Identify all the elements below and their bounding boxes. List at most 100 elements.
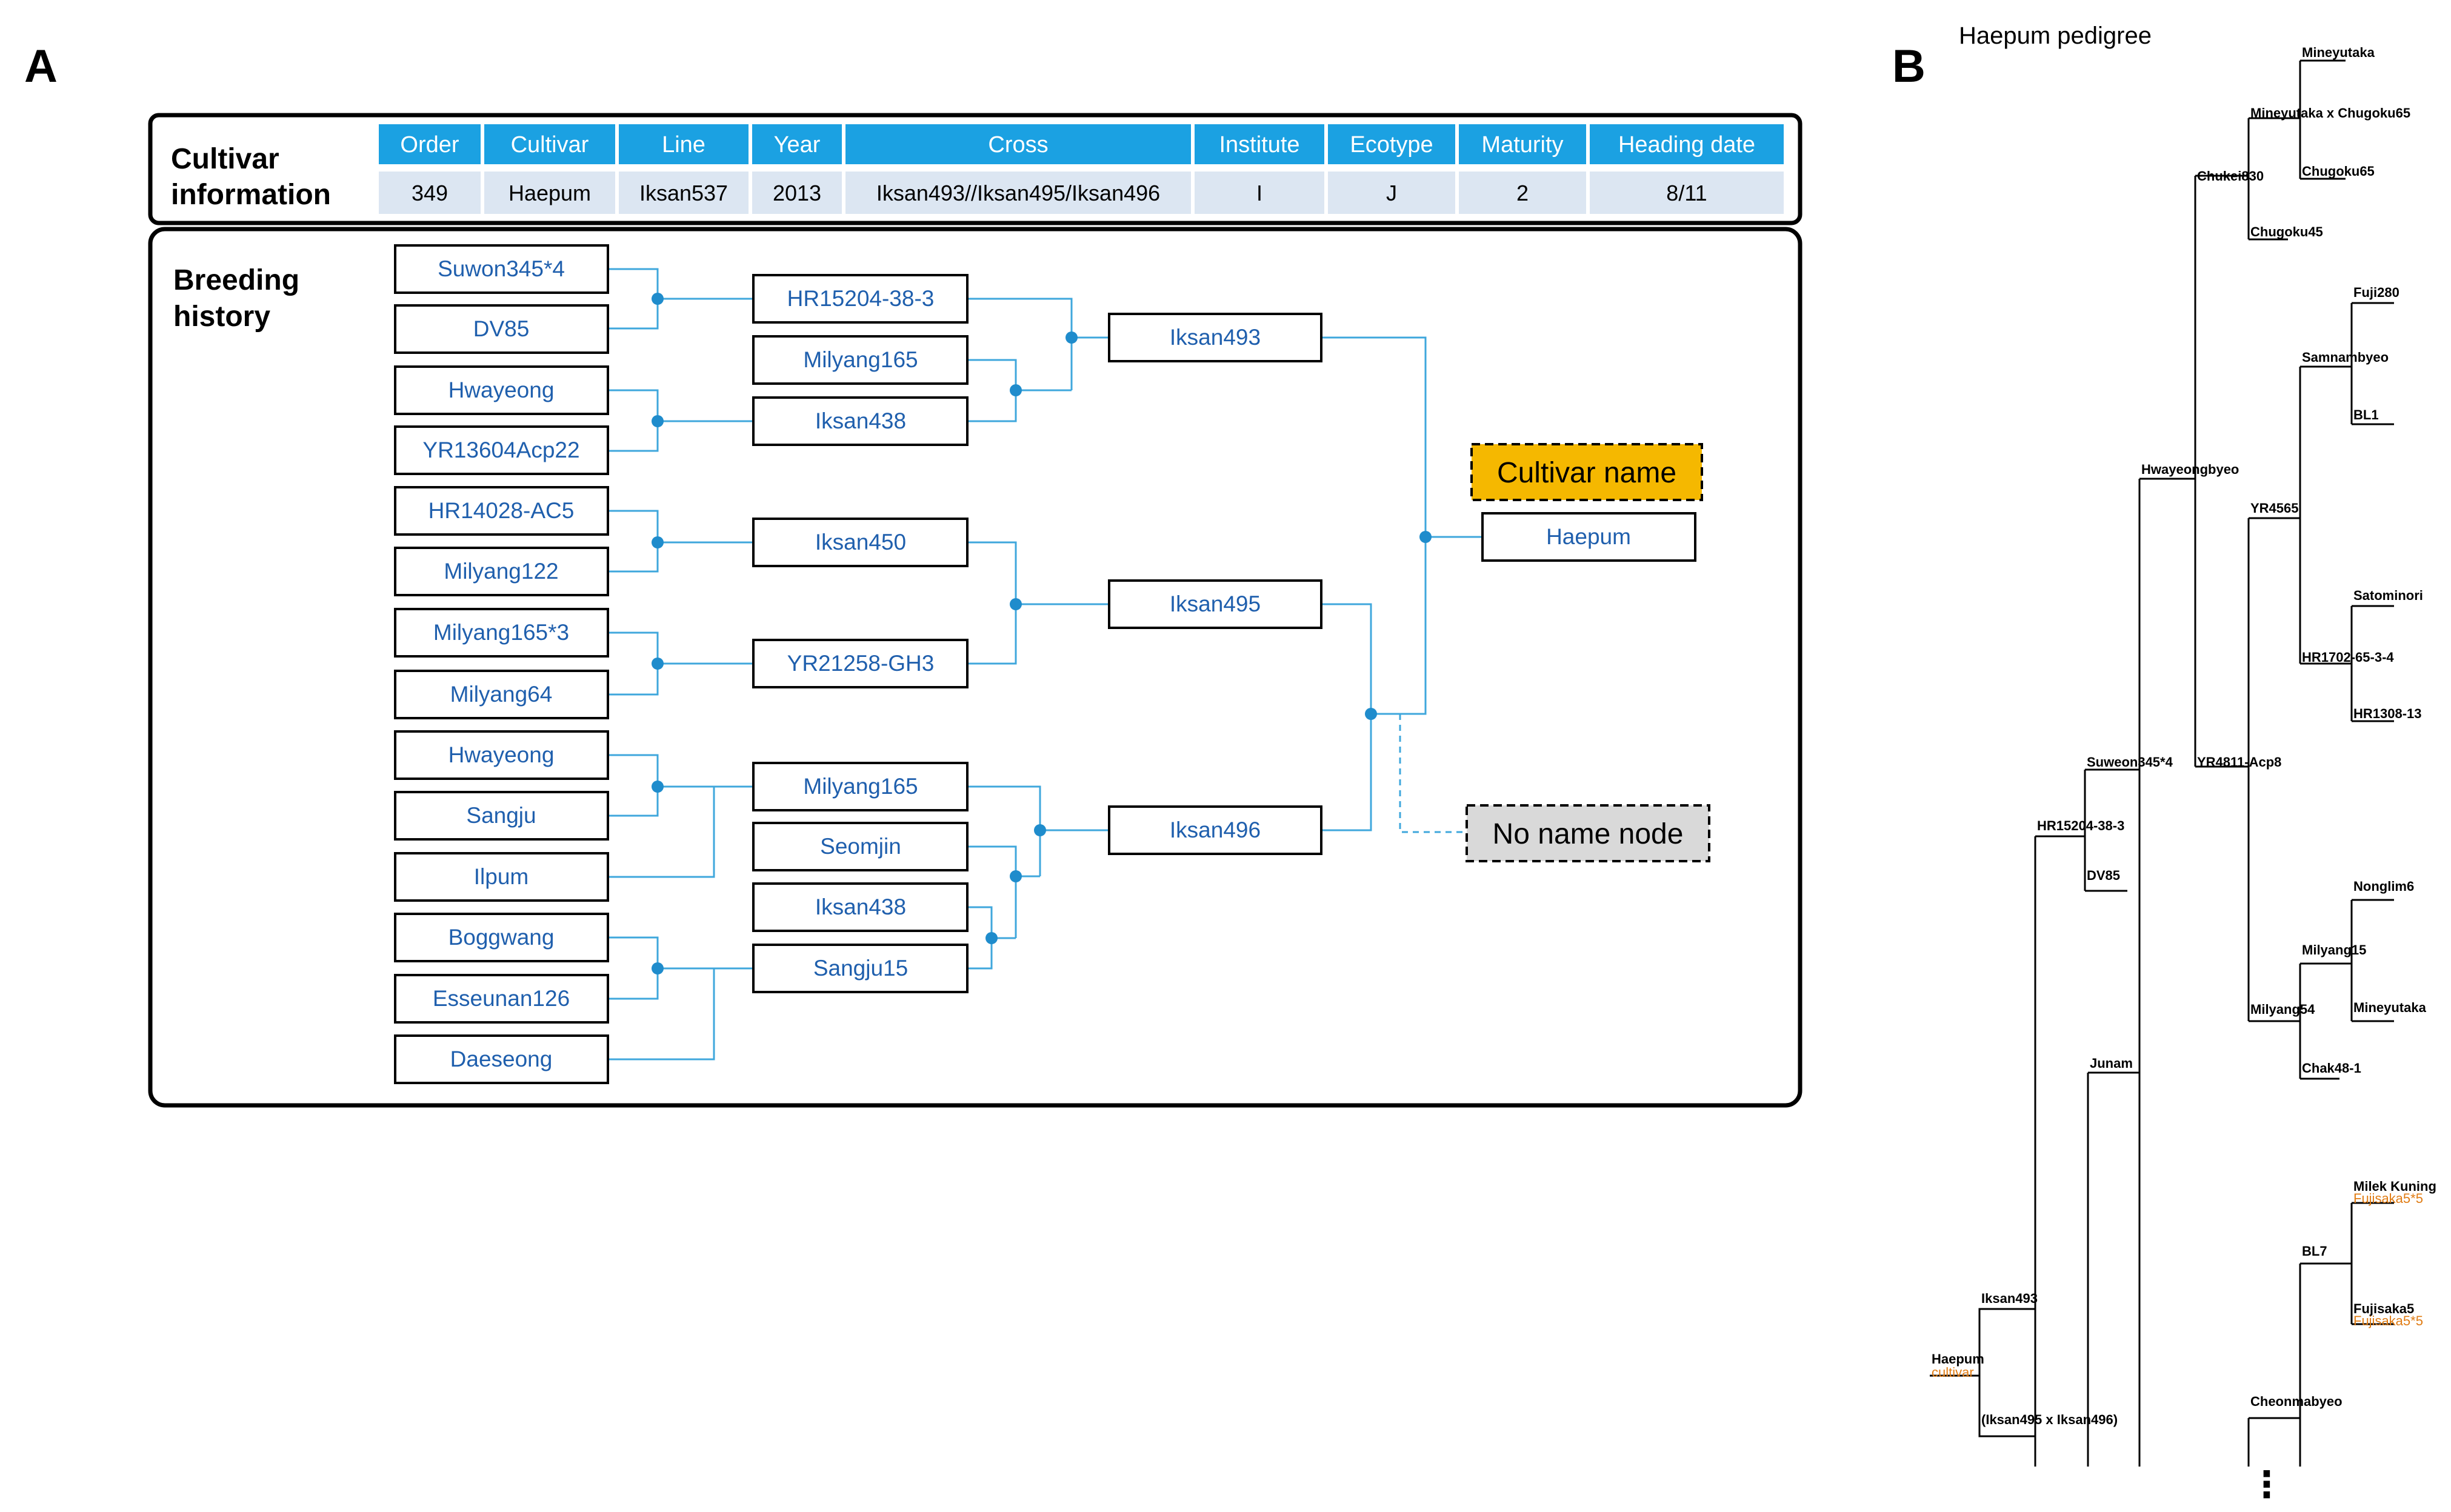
- breeding-history-section: Breeding history: [148, 227, 1802, 1108]
- node-sangju15: Sangju15: [752, 944, 969, 993]
- cultivar-info-title-line1: Cultivar: [171, 143, 279, 175]
- node-hwayeong-1: Hwayeong: [394, 365, 609, 415]
- table-header-maturity: Maturity: [1481, 132, 1563, 158]
- table-header-ecotype: Ecotype: [1350, 132, 1433, 158]
- table-value-ecotype: J: [1386, 181, 1397, 205]
- node-iksan438-a: Iksan438: [752, 396, 969, 446]
- tree-node-yr4811-acp8: YR4811-Acp8: [2197, 754, 2281, 770]
- tree-node-milyang15: Milyang15: [2302, 942, 2366, 957]
- table-value-line: Iksan537: [639, 181, 728, 205]
- table-value-year: 2013: [773, 181, 821, 205]
- node-hr14028-ac5: HR14028-AC5: [394, 486, 609, 536]
- table-value-cell: [1195, 172, 1324, 214]
- tree-node-hr1702: HR1702-65-3-4: [2302, 650, 2394, 665]
- svg-text:Seomjin: Seomjin: [820, 834, 901, 859]
- tree-node-mineyutaka-x-chugoku65: Mineyutaka x Chugoku65: [2250, 105, 2410, 121]
- node-yr21258-gh3: YR21258-GH3: [752, 639, 969, 688]
- tree-node-mineyutaka-2: Mineyutaka: [2353, 1000, 2427, 1015]
- svg-text:Ilpum: Ilpum: [474, 864, 529, 889]
- breeding-junction-dots: [652, 293, 1432, 974]
- tree-labels: Mineyutaka Mineyutaka x Chugoku65 Chugok…: [1932, 45, 2436, 1506]
- node-suwon345-4: Suwon345*4: [394, 244, 609, 294]
- svg-text:Esseunan126: Esseunan126: [433, 986, 570, 1011]
- svg-text:Iksan438: Iksan438: [815, 894, 906, 919]
- table-value-cell: [484, 172, 615, 214]
- node-milyang165-a: Milyang165: [752, 335, 969, 385]
- node-dv85: DV85: [394, 304, 609, 354]
- node-seomjin: Seomjin: [752, 822, 969, 871]
- node-milyang165-b: Milyang165: [752, 762, 969, 811]
- tree-node-fujisaka5-sub: Fujisaka5*5: [2353, 1313, 2423, 1328]
- svg-text:Milyang64: Milyang64: [450, 682, 553, 707]
- node-esseunan126: Esseunan126: [394, 974, 609, 1024]
- svg-text:Sangju: Sangju: [466, 803, 536, 828]
- node-daeseong: Daeseong: [394, 1034, 609, 1084]
- svg-text:HR14028-AC5: HR14028-AC5: [429, 498, 575, 523]
- tree-more-indicator: ⋮: [2249, 1464, 2285, 1506]
- node-yr13604acp22: YR13604Acp22: [394, 425, 609, 475]
- breeding-column-3: Iksan493 Iksan495 Iksan496: [1108, 313, 1322, 855]
- node-iksan438-b: Iksan438: [752, 882, 969, 932]
- tree-node-yr4565: YR4565: [2250, 501, 2299, 516]
- svg-text:No name node: No name node: [1493, 818, 1684, 850]
- tree-node-hr1308: HR1308-13: [2353, 706, 2422, 721]
- table-header-cell: [1328, 124, 1455, 164]
- panel-a-letter: A: [24, 41, 58, 92]
- panel-b-letter: B: [1892, 41, 1926, 92]
- table-header-cultivar: Cultivar: [511, 132, 589, 158]
- tree-node-haepum: Haepum: [1932, 1351, 1984, 1367]
- table-value-cross: Iksan493//Iksan495/Iksan496: [876, 181, 1160, 205]
- cultivar-info-section: Cultivar information Order349CultivarHae…: [148, 113, 1802, 225]
- table-value-cell: [752, 172, 842, 214]
- cultivar-info-table: Order349CultivarHaepumLineIksan537Year20…: [379, 124, 1784, 214]
- node-hr15204-38-3: HR15204-38-3: [752, 274, 969, 324]
- tree-node-cheonmabyeo: Cheonmabyeo: [2250, 1394, 2343, 1409]
- tree-edges: [1930, 59, 2394, 1467]
- tree-node-dv85: DV85: [2087, 868, 2120, 883]
- node-iksan495: Iksan495: [1108, 579, 1322, 629]
- table-header-year: Year: [774, 132, 821, 158]
- table-header-cell: [1590, 124, 1784, 164]
- table-header-cell: [1459, 124, 1586, 164]
- breeding-column-2: HR15204-38-3 Milyang165 Iksan438 Iksan45…: [752, 274, 969, 993]
- tree-node-iksan495-x-iksan496: (Iksan495 x Iksan496): [1981, 1412, 2118, 1427]
- table-header-institute: Institute: [1219, 132, 1299, 158]
- tree-node-iksan493: Iksan493: [1981, 1291, 2038, 1306]
- breeding-history-title-line2: history: [173, 301, 270, 333]
- tree-node-hwayeongbyeo: Hwayeongbyeo: [2141, 462, 2239, 477]
- svg-text:Iksan438: Iksan438: [815, 408, 906, 433]
- svg-text:Milyang165: Milyang165: [803, 774, 918, 799]
- svg-text:Daeseong: Daeseong: [450, 1047, 553, 1071]
- svg-text:Iksan496: Iksan496: [1170, 818, 1261, 842]
- svg-text:DV85: DV85: [473, 316, 530, 341]
- svg-text:Milyang165: Milyang165: [803, 347, 918, 372]
- node-milyang64: Milyang64: [394, 670, 609, 719]
- svg-text:YR21258-GH3: YR21258-GH3: [787, 651, 935, 676]
- tree-node-chukei830: Chukei830: [2197, 168, 2264, 184]
- tree-node-junam: Junam: [2090, 1056, 2133, 1071]
- table-header-order: Order: [400, 132, 459, 158]
- node-sangju: Sangju: [394, 791, 609, 841]
- tree-node-milek-kuning-sub: Fujisaka5*5: [2353, 1191, 2423, 1206]
- table-value-heading-date: 8/11: [1666, 181, 1707, 205]
- node-iksan450: Iksan450: [752, 518, 969, 567]
- table-header-cell: [484, 124, 615, 164]
- node-boggwang: Boggwang: [394, 913, 609, 962]
- tree-node-milyang54: Milyang54: [2250, 1002, 2315, 1017]
- node-hwayeong-2: Hwayeong: [394, 730, 609, 780]
- svg-text:Cultivar name: Cultivar name: [1497, 457, 1676, 489]
- table-value-order: 349: [412, 181, 448, 205]
- node-milyang122: Milyang122: [394, 547, 609, 596]
- table-header-cell: [1195, 124, 1324, 164]
- tree-node-bl7: BL7: [2302, 1244, 2327, 1259]
- table-value-cell: [845, 172, 1191, 214]
- svg-text:Suwon345*4: Suwon345*4: [438, 256, 565, 281]
- tree-node-fuji280: Fuji280: [2353, 285, 2399, 300]
- table-header-cell: [619, 124, 749, 164]
- cultivar-info-title-line2: information: [171, 179, 331, 211]
- tree-node-chak48-1: Chak48-1: [2302, 1061, 2361, 1076]
- tree-node-haepum-sub: cultivar: [1932, 1365, 1974, 1380]
- tree-node-chugoku65: Chugoku65: [2302, 164, 2375, 179]
- table-header-cell: [752, 124, 842, 164]
- tree-node-satominori: Satominori: [2353, 588, 2423, 603]
